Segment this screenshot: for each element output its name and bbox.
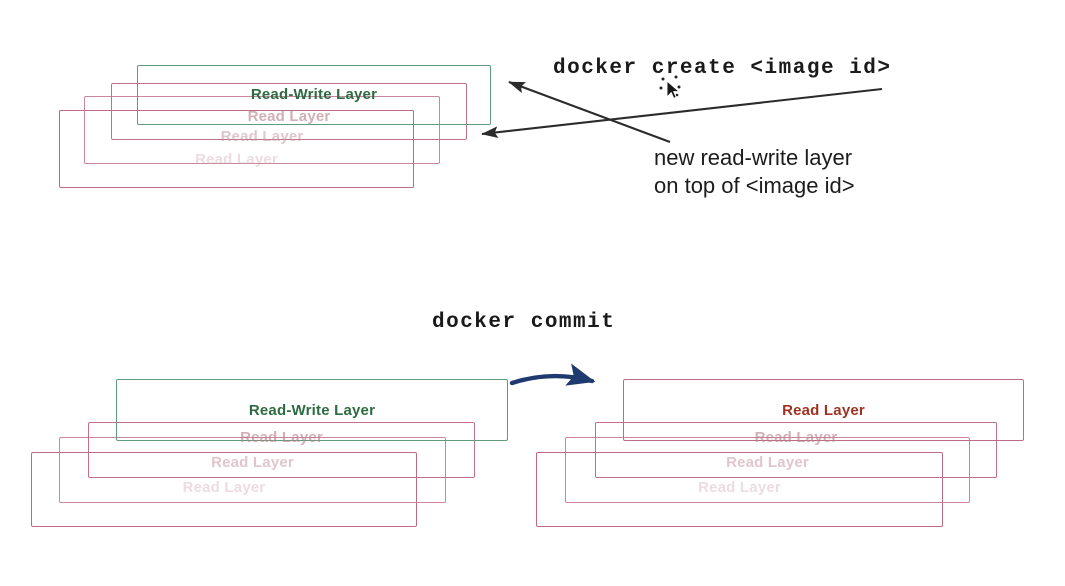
layer-label-read-4: Read Layer — [195, 151, 278, 168]
annotation-line-1: new read-write layer — [654, 145, 853, 170]
layer-box-read-2 — [111, 83, 467, 140]
right-layer-label-read-3: Read Layer — [726, 454, 809, 471]
docker-commit-command: docker commit — [432, 311, 616, 334]
right-layer-label-read-2: Read Layer — [754, 429, 838, 446]
layer-box-read-4 — [59, 110, 414, 188]
annotation-line-2: on top of <image id> — [654, 173, 855, 198]
right-layer-box-read-2 — [595, 422, 997, 478]
left-layer-label-read-4: Read Layer — [182, 479, 266, 496]
right-layer-label-read-1: Read Layer — [782, 402, 865, 419]
left-layer-label-read-3: Read Layer — [211, 454, 294, 471]
docker-create-command: docker create <image id> — [553, 57, 892, 80]
right-layer-label-read-4: Read Layer — [698, 479, 781, 496]
right-layer-box-read-3 — [565, 437, 970, 503]
arrow-docker-create — [508, 81, 671, 143]
left-layer-box-read-3 — [59, 437, 446, 503]
right-layer-box-read-4 — [536, 452, 943, 527]
left-layer-label-read-2: Read Layer — [240, 429, 323, 446]
arrow-docker-commit — [509, 363, 596, 386]
mouse-cursor-icon — [659, 75, 681, 99]
layer-label-read-3: Read Layer — [220, 128, 304, 145]
left-layer-box-read-write-1 — [116, 379, 508, 441]
left-layer-box-read-2 — [88, 422, 475, 478]
left-layer-label-read-write-1: Read-Write Layer — [248, 402, 376, 419]
layer-label-read-write-1: Read-Write Layer — [250, 86, 378, 103]
layer-label-read-2: Read Layer — [247, 108, 331, 125]
layer-box-read-3 — [84, 96, 440, 164]
left-layer-box-read-4 — [31, 452, 417, 527]
right-layer-box-read-1 — [623, 379, 1024, 441]
